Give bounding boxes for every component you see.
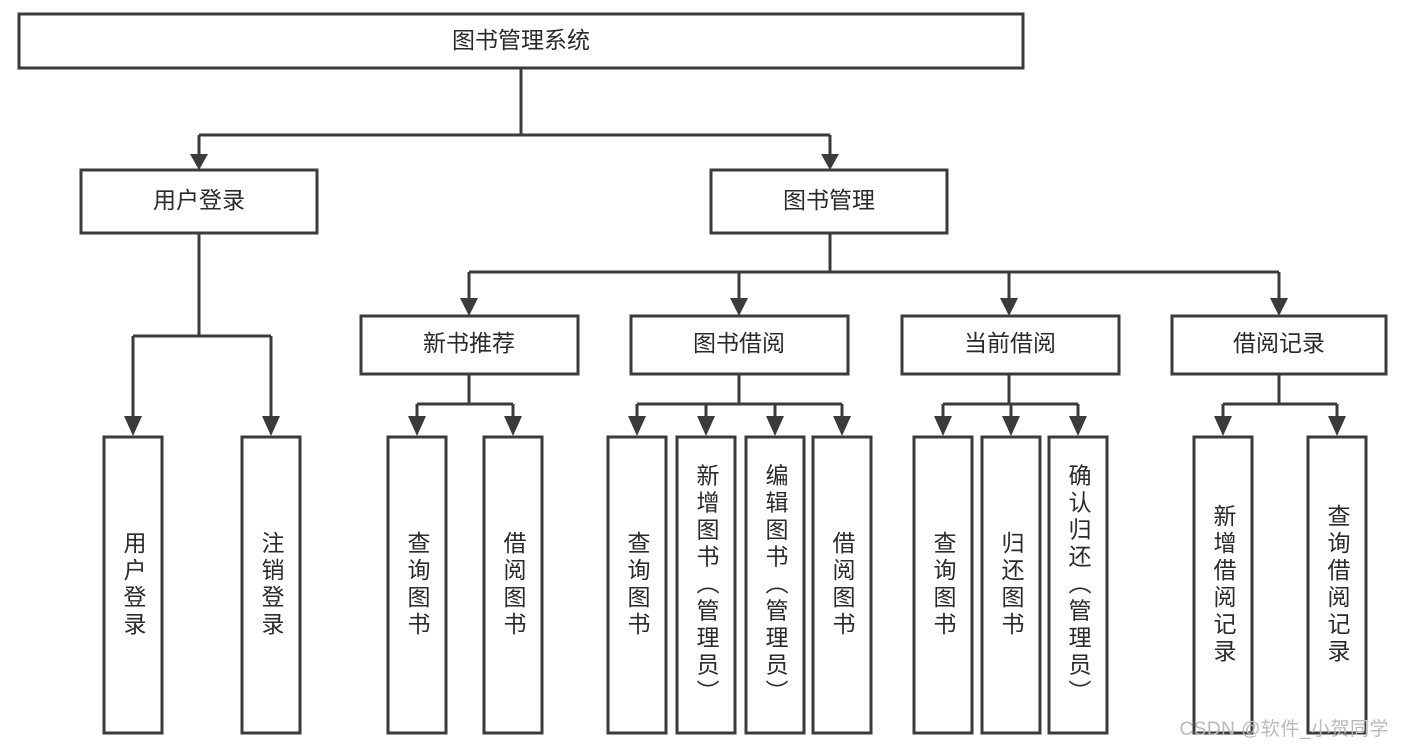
leaf-confirm-return-admin-box[interactable] [1047,435,1109,735]
arrow-head-leaf-add-record [1214,416,1232,436]
node-user-login-label: 用户登录 [153,187,245,213]
leaf-logout[interactable]: 注销登录 [240,435,302,735]
node-book-borrow[interactable]: 图书借阅 [629,314,850,376]
leaf-query-book-borrow[interactable]: 查询图书 [606,435,668,735]
node-new-book-recommend-label: 新书推荐 [423,330,515,356]
leaf-add-book-admin-box[interactable] [675,435,737,735]
node-borrow-record-box[interactable] [1170,314,1388,376]
leaf-add-borrow-record-box[interactable] [1192,435,1254,735]
arrow-head-user-login [190,154,208,170]
arrow-head-book-borrow [730,298,748,316]
node-root-system-label: 图书管理系统 [452,27,590,53]
leaf-query-book-borrow-label: 查询图书 [624,531,651,639]
leaf-return-book[interactable]: 归还图书 [980,435,1042,735]
leaf-borrow-book-recommend-box[interactable] [482,435,544,735]
leaf-user-login[interactable]: 用户登录 [102,435,164,735]
node-root-system[interactable]: 图书管理系统 [17,12,1025,70]
node-book-management[interactable]: 图书管理 [709,168,949,235]
node-current-borrow-label: 当前借阅 [964,330,1056,356]
node-current-borrow-box[interactable] [900,314,1121,376]
leaf-query-book-current-box[interactable] [912,435,974,735]
arrow-head-leaf-borrow-book-2 [833,416,851,436]
leaf-logout-box[interactable] [240,435,302,735]
leaf-return-book-label: 归还图书 [998,531,1025,639]
leaf-edit-book-admin-label: 编辑图书（管理员） [762,464,789,707]
leaf-add-book-admin-label: 新增图书（管理员） [693,464,720,707]
node-book-borrow-box[interactable] [629,314,850,376]
arrow-head-leaf-add-book [697,416,715,436]
node-new-book-recommend-box[interactable] [359,314,580,376]
leaf-return-book-box[interactable] [980,435,1042,735]
node-root-system-box[interactable] [17,12,1025,70]
leaf-borrow-book-box[interactable] [811,435,873,735]
arrow-head-leaf-borrow-book-1 [504,416,522,436]
arrow-head-leaf-query-book-1 [408,416,426,436]
leaf-borrow-book-recommend-label: 借阅图书 [500,531,527,639]
arrow-head-leaf-query-record [1328,416,1346,436]
leaf-add-borrow-record[interactable]: 新增借阅记录 [1192,435,1254,735]
leaf-borrow-book-recommend[interactable]: 借阅图书 [482,435,544,735]
leaf-edit-book-admin[interactable]: 编辑图书（管理员） [744,435,806,735]
arrow-head-leaf-user-login [124,416,142,436]
arrow-head-borrow-record [1270,298,1288,316]
leaf-query-book-recommend[interactable]: 查询图书 [386,435,448,735]
leaf-user-login-label: 用户登录 [120,531,147,639]
arrow-head-book-manage [821,154,839,170]
node-borrow-record-label: 借阅记录 [1233,330,1325,356]
leaf-edit-book-admin-box[interactable] [744,435,806,735]
arrow-head-current-borrow [1000,298,1018,316]
leaf-query-book-recommend-label: 查询图书 [404,531,431,639]
node-book-management-label: 图书管理 [783,187,875,213]
leaf-confirm-return-admin-label: 确认归还（管理员） [1065,464,1092,707]
watermark: CSDN @软件_小贺同学 [1179,719,1389,740]
leaf-query-book-current[interactable]: 查询图书 [912,435,974,735]
leaf-borrow-book[interactable]: 借阅图书 [811,435,873,735]
leaf-confirm-return-admin[interactable]: 确认归还（管理员） [1047,435,1109,735]
leaf-query-book-borrow-box[interactable] [606,435,668,735]
leaf-add-borrow-record-label: 新增借阅记录 [1210,504,1237,666]
leaf-logout-label: 注销登录 [258,531,285,639]
node-new-book-recommend[interactable]: 新书推荐 [359,314,580,376]
leaf-query-book-recommend-box[interactable] [386,435,448,735]
node-user-login[interactable]: 用户登录 [79,168,319,235]
arrow-head-leaf-query-book-2 [628,416,646,436]
arrow-head-leaf-edit-book [766,416,784,436]
arrow-head-new-book [460,298,478,316]
arrow-head-leaf-confirm-return [1069,416,1087,436]
node-borrow-record[interactable]: 借阅记录 [1170,314,1388,376]
leaf-query-book-current-label: 查询图书 [930,531,957,639]
leaf-query-borrow-record[interactable]: 查询借阅记录 [1306,435,1368,735]
node-user-login-box[interactable] [79,168,319,235]
leaf-user-login-box[interactable] [102,435,164,735]
arrow-head-leaf-logout [262,416,280,436]
leaf-add-book-admin[interactable]: 新增图书（管理员） [675,435,737,735]
leaf-query-borrow-record-box[interactable] [1306,435,1368,735]
leaf-query-borrow-record-label: 查询借阅记录 [1324,504,1351,666]
node-book-borrow-label: 图书借阅 [693,330,785,356]
node-book-management-box[interactable] [709,168,949,235]
connector-layer [124,68,1346,436]
node-current-borrow[interactable]: 当前借阅 [900,314,1121,376]
arrow-head-leaf-query-book-3 [934,416,952,436]
arrow-head-leaf-return-book [1002,416,1020,436]
leaf-borrow-book-label: 借阅图书 [829,531,856,639]
